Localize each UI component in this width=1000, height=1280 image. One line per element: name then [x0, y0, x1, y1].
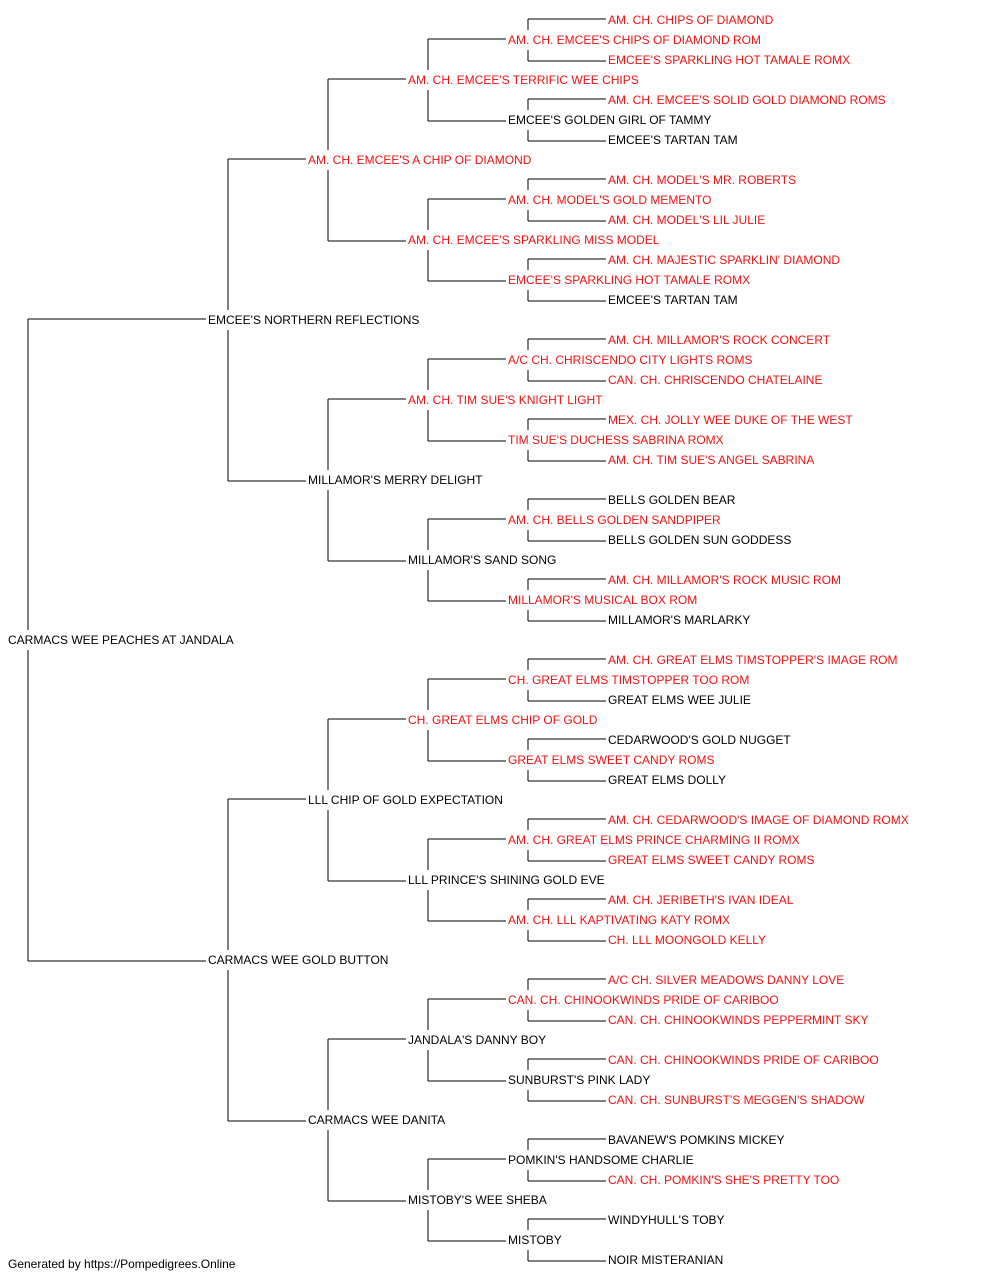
sire-name: AM. CH. TIM SUE'S KNIGHT LIGHT	[408, 393, 603, 407]
sire-name: BAVANEW'S POMKINS MICKEY	[608, 1133, 785, 1147]
dam-name: MISTOBY'S WEE SHEBA	[408, 1193, 547, 1207]
dam-name: GREAT ELMS WEE JULIE	[608, 693, 751, 707]
dam-name: EMCEE'S GOLDEN GIRL OF TAMMY	[508, 113, 711, 127]
sire-name: AM. CH. EMCEE'S SOLID GOLD DIAMOND ROMS	[608, 93, 886, 107]
sire-name: AM. CH. GREAT ELMS PRINCE CHARMING II RO…	[508, 833, 800, 847]
sire-name: MEX. CH. JOLLY WEE DUKE OF THE WEST	[608, 413, 853, 427]
dam-name: AM. CH. MODEL'S LIL JULIE	[608, 213, 765, 227]
sire-name: AM. CH. GREAT ELMS TIMSTOPPER'S IMAGE RO…	[608, 653, 897, 667]
sire-name: AM. CH. EMCEE'S A CHIP OF DIAMOND	[308, 153, 532, 167]
dam-name: EMCEE'S TARTAN TAM	[608, 293, 738, 307]
dam-name: AM. CH. EMCEE'S SPARKLING MISS MODEL	[408, 233, 660, 247]
dam-name: AM. CH. TIM SUE'S ANGEL SABRINA	[608, 453, 814, 467]
sire-name: A/C CH. SILVER MEADOWS DANNY LOVE	[608, 973, 844, 987]
sire-name: AM. CH. MAJESTIC SPARKLIN' DIAMOND	[608, 253, 840, 267]
dam-name: CARMACS WEE DANITA	[308, 1113, 445, 1127]
dam-name: GREAT ELMS DOLLY	[608, 773, 726, 787]
sire-name: CEDARWOOD'S GOLD NUGGET	[608, 733, 791, 747]
sire-name: POMKIN'S HANDSOME CHARLIE	[508, 1153, 694, 1167]
dam-name: CAN. CH. CHINOOKWINDS PEPPERMINT SKY	[608, 1013, 868, 1027]
sire-name: AM. CH. MILLAMOR'S ROCK CONCERT	[608, 333, 831, 347]
footer-credit: Generated by https://Pompedigrees.Online	[8, 1257, 236, 1271]
dam-name: MILLAMOR'S MERRY DELIGHT	[308, 473, 483, 487]
dam-name: EMCEE'S SPARKLING HOT TAMALE ROMX	[608, 53, 850, 67]
sire-name: WINDYHULL'S TOBY	[608, 1213, 725, 1227]
sire-name: AM. CH. EMCEE'S CHIPS OF DIAMOND ROM	[508, 33, 761, 47]
sire-name: AM. CH. JERIBETH'S IVAN IDEAL	[608, 893, 794, 907]
dam-name: MILLAMOR'S MUSICAL BOX ROM	[508, 593, 697, 607]
dam-name: AM. CH. LLL KAPTIVATING KATY ROMX	[508, 913, 730, 927]
dam-name: CAN. CH. CHRISCENDO CHATELAINE	[608, 373, 822, 387]
dam-name: EMCEE'S TARTAN TAM	[608, 133, 738, 147]
subject-dog-name: CARMACS WEE PEACHES AT JANDALA	[8, 633, 234, 647]
dam-name: SUNBURST'S PINK LADY	[508, 1073, 650, 1087]
sire-name: AM. CH. CHIPS OF DIAMOND	[608, 13, 774, 27]
dam-name: CH. LLL MOONGOLD KELLY	[608, 933, 766, 947]
dam-name: NOIR MISTERANIAN	[608, 1253, 723, 1267]
dam-name: BELLS GOLDEN SUN GODDESS	[608, 533, 791, 547]
dam-name: MILLAMOR'S SAND SONG	[408, 553, 556, 567]
sire-name: AM. CH. MILLAMOR'S ROCK MUSIC ROM	[608, 573, 841, 587]
sire-name: EMCEE'S NORTHERN REFLECTIONS	[208, 313, 419, 327]
sire-name: AM. CH. MODEL'S MR. ROBERTS	[608, 173, 796, 187]
sire-name: AM. CH. EMCEE'S TERRIFIC WEE CHIPS	[408, 73, 639, 87]
sire-name: A/C CH. CHRISCENDO CITY LIGHTS ROMS	[508, 353, 752, 367]
sire-name: AM. CH. BELLS GOLDEN SANDPIPER	[508, 513, 721, 527]
dam-name: MISTOBY	[508, 1233, 562, 1247]
sire-name: AM. CH. MODEL'S GOLD MEMENTO	[508, 193, 711, 207]
dam-name: EMCEE'S SPARKLING HOT TAMALE ROMX	[508, 273, 750, 287]
sire-name: CAN. CH. CHINOOKWINDS PRIDE OF CARIBOO	[608, 1053, 879, 1067]
dam-name: CARMACS WEE GOLD BUTTON	[208, 953, 388, 967]
dam-name: GREAT ELMS SWEET CANDY ROMS	[508, 753, 714, 767]
dam-name: CAN. CH. POMKIN'S SHE'S PRETTY TOO	[608, 1173, 839, 1187]
dam-name: LLL PRINCE'S SHINING GOLD EVE	[408, 873, 605, 887]
sire-name: CAN. CH. CHINOOKWINDS PRIDE OF CARIBOO	[508, 993, 779, 1007]
dam-name: TIM SUE'S DUCHESS SABRINA ROMX	[508, 433, 724, 447]
dam-name: CAN. CH. SUNBURST'S MEGGEN'S SHADOW	[608, 1093, 865, 1107]
sire-name: CH. GREAT ELMS TIMSTOPPER TOO ROM	[508, 673, 749, 687]
sire-name: LLL CHIP OF GOLD EXPECTATION	[308, 793, 503, 807]
dam-name: MILLAMOR'S MARLARKY	[608, 613, 750, 627]
sire-name: CH. GREAT ELMS CHIP OF GOLD	[408, 713, 598, 727]
dam-name: GREAT ELMS SWEET CANDY ROMS	[608, 853, 814, 867]
sire-name: AM. CH. CEDARWOOD'S IMAGE OF DIAMOND ROM…	[608, 813, 909, 827]
sire-name: JANDALA'S DANNY BOY	[408, 1033, 546, 1047]
sire-name: BELLS GOLDEN BEAR	[608, 493, 736, 507]
